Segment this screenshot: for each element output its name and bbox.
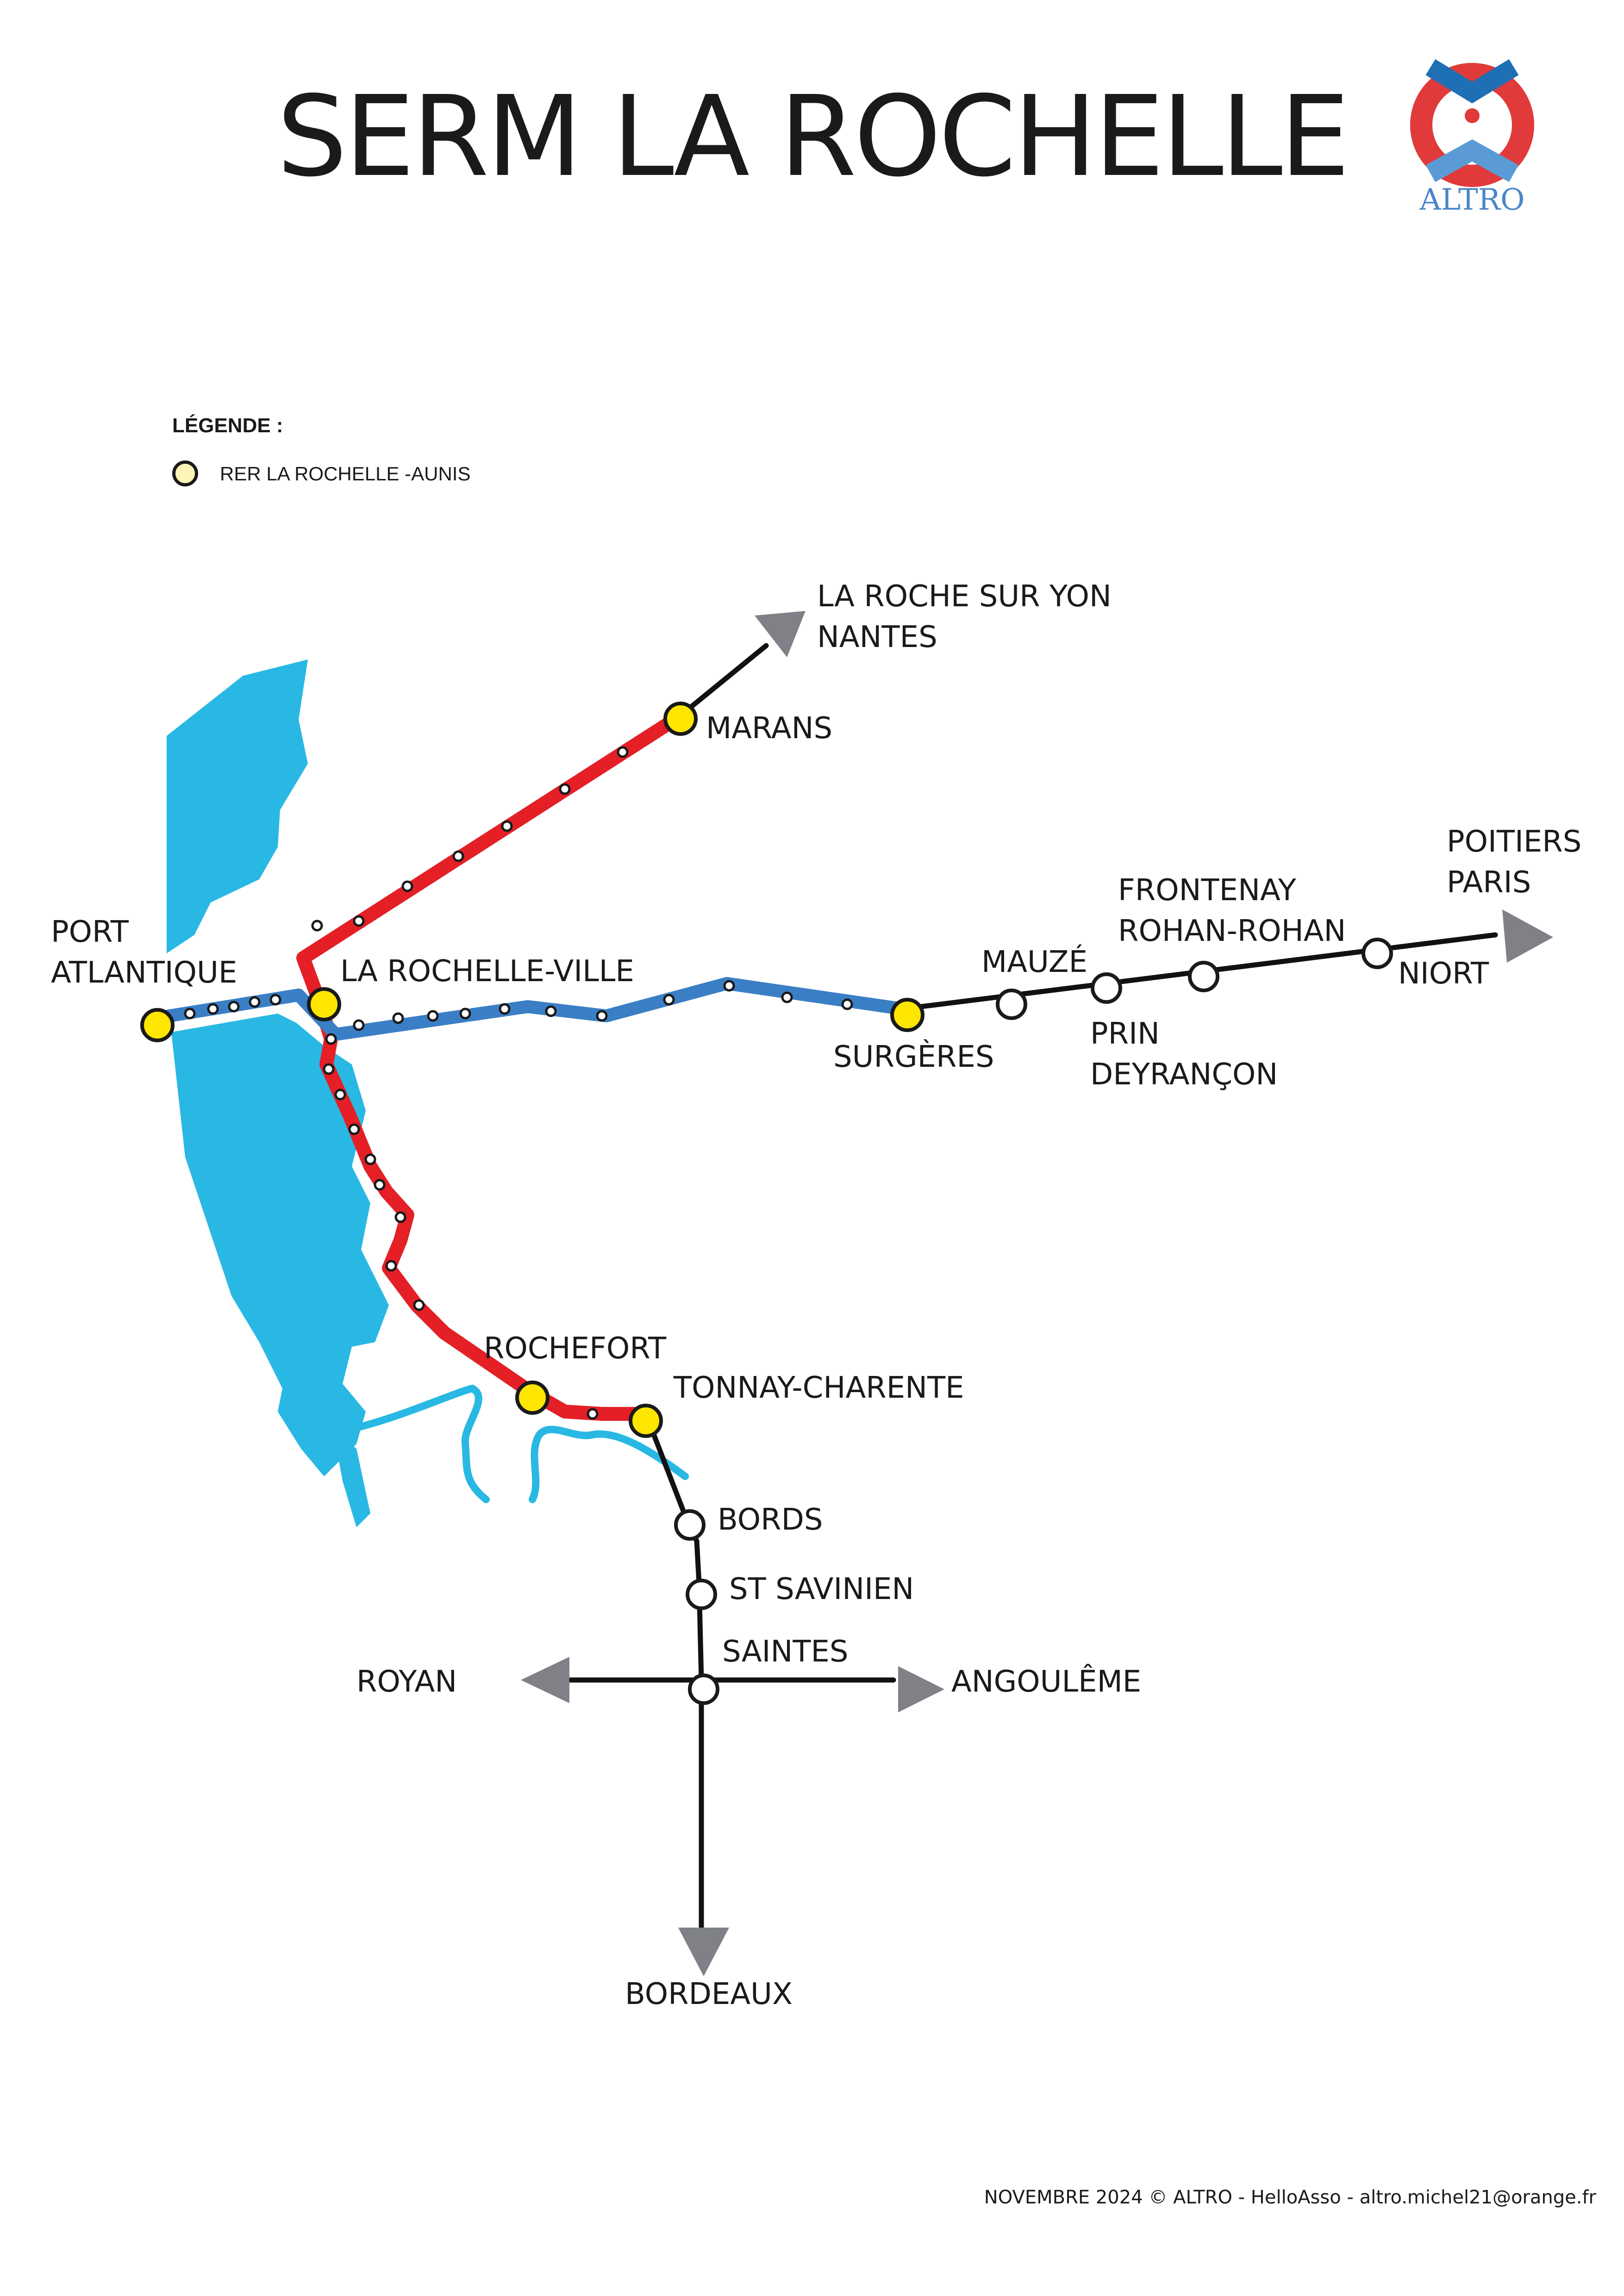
label-la-rochelle-ville: LA ROCHELLE-VILLE [340,954,634,989]
station-port-atlantique [140,1008,175,1042]
sea-island [282,1310,333,1398]
label-mauze: MAUZÉ [981,945,1087,979]
station-la-rochelle-ville [307,987,341,1021]
arrow-royan [521,1657,569,1703]
logo-text: ALTRO [1419,183,1525,217]
station-st-savinien [686,1579,717,1610]
legend-rer-label: RER LA ROCHELLE -AUNIS [220,463,471,485]
regional-stations [674,938,1393,1705]
station-rochefort [515,1381,550,1415]
label-marans: MARANS [706,711,833,746]
label-bords: BORDS [718,1503,823,1537]
regional-lines [525,643,1498,1944]
label-rochefort: ROCHEFORT [484,1332,667,1366]
station-niort [1362,938,1393,969]
label-roche-sur-yon: LA ROCHE SUR YON NANTES [817,579,1112,654]
page-title: SERM LA ROCHELLE [276,72,1350,201]
label-bordeaux: BORDEAUX [625,1977,793,2011]
label-royan: ROYAN [356,1665,457,1699]
label-niort: NIORT [1398,957,1489,991]
sea-inlet [333,1430,370,1527]
station-tonnay-charente [629,1404,663,1438]
label-surgeres: SURGÈRES [833,1040,994,1074]
boutonne-river [529,1425,689,1503]
label-tonnay-charente: TONNAY-CHARENTE [674,1371,964,1405]
footer-credits: NOVEMBRE 2024 © ALTRO - HelloAsso - altr… [984,2187,1596,2208]
station-saintes [688,1674,719,1705]
label-prin-deyrancon: PRIN DEYRANÇON [1090,1017,1278,1092]
label-port-atlantique: PORT ATLANTIQUE [51,915,237,990]
label-st-savinien: ST SAVINIEN [729,1572,914,1606]
station-bords [674,1509,706,1541]
label-frontenay: FRONTENAY ROHAN-ROHAN [1118,873,1346,948]
label-saintes: SAINTES [722,1635,849,1669]
label-poitiers: POITIERS PARIS [1447,825,1582,900]
arrow-bordeaux [678,1928,729,1976]
legend-title: LÉGENDE : [172,414,283,437]
station-marans [663,702,698,736]
station-surgeres [890,998,924,1032]
destination-arrows [521,611,1553,1976]
station-frontenay [1188,961,1219,992]
altro-logo [1410,59,1534,187]
sea-north [167,660,308,953]
rer-stations [140,702,924,1438]
arrow-angouleme [898,1666,944,1712]
legend-rer-marker [172,460,198,486]
arrow-nantes [755,611,806,657]
station-prin [1091,972,1122,1004]
sea-south [171,1014,389,1476]
station-mauze [996,989,1027,1020]
arrow-paris [1502,909,1553,963]
intermediate-stops [184,746,853,1420]
label-angouleme: ANGOULÊME [951,1665,1142,1699]
charente-river [353,1384,490,1503]
